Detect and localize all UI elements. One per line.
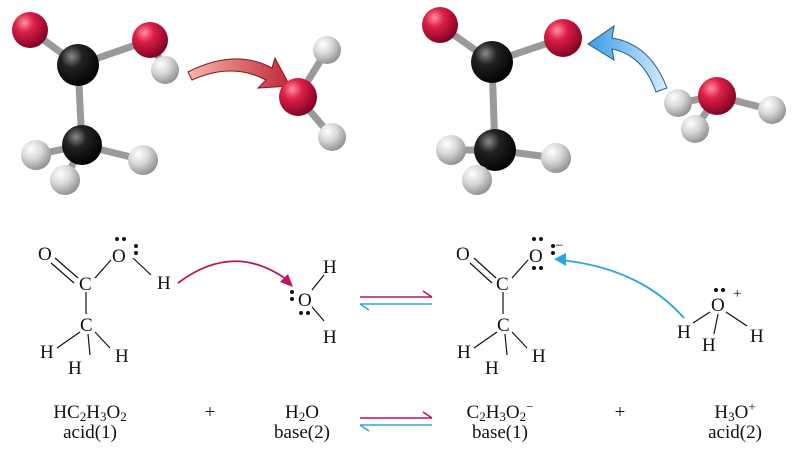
subscript: 2 — [79, 409, 87, 424]
lone-pair-arrow — [554, 253, 685, 319]
plus-sign: + — [614, 402, 626, 423]
hydrogen-atom — [313, 36, 341, 64]
hydrogen-label: H — [702, 335, 716, 356]
lone-pair-dots — [714, 288, 725, 292]
hydrogen-label: H — [115, 346, 129, 367]
lone-pair-arrow-3d — [587, 24, 668, 93]
oxygen-atom — [279, 78, 317, 116]
carbon-atom — [57, 44, 99, 86]
formula-part: O — [505, 402, 520, 423]
oxygen-atom — [698, 77, 736, 115]
water-3d-model — [279, 36, 346, 151]
formula-hydronium: H3O+ — [690, 400, 780, 424]
proton-transfer-arrow-3d — [187, 56, 291, 89]
hydronium-structure: O + H H H — [677, 286, 764, 356]
subscript: 3 — [99, 409, 107, 424]
subscript: 2 — [519, 409, 527, 424]
hydrogen-atom — [436, 135, 466, 165]
carbon-atom — [62, 125, 102, 165]
role-acid1: acid(1) — [63, 422, 117, 443]
formula-part: O — [734, 402, 749, 423]
hydrogen-atom — [541, 143, 571, 173]
formula-part: O — [305, 402, 319, 423]
hydrogen-label: H — [323, 257, 337, 278]
oxygen-label: O — [711, 295, 725, 316]
formula-water: H2O — [262, 402, 342, 424]
superscript: + — [748, 399, 756, 414]
equilibrium-arrows — [359, 290, 433, 311]
subscript: 2 — [120, 409, 127, 424]
hydrogen-label: H — [677, 322, 691, 343]
formula-part: H — [485, 402, 500, 423]
oxygen-label: O — [298, 290, 312, 311]
hydrogen-label: H — [40, 342, 54, 363]
hydrogen-atom — [681, 115, 709, 143]
hydronium-3d-model — [664, 77, 786, 143]
role-acid2: acid(2) — [708, 422, 762, 443]
role-base2: base(2) — [274, 422, 330, 443]
hydrogen-atom — [664, 89, 692, 117]
carbon-atom — [474, 129, 516, 171]
hydrogen-atom — [50, 165, 80, 195]
hydrogen-atom — [128, 145, 158, 175]
oxygen-label: O — [112, 246, 126, 267]
hydrogen-label: H — [68, 358, 82, 379]
acetate-structure: O O − C C H H H — [456, 237, 563, 379]
subscript: 2 — [298, 409, 306, 424]
carbon-label: C — [497, 315, 510, 336]
formula-acetate: C2H3O2− — [440, 400, 560, 424]
hydrogen-label: H — [485, 358, 499, 379]
acidic-hydrogen-atom — [151, 56, 179, 84]
hydrogen-label: H — [532, 346, 546, 367]
plus-sign: + — [204, 402, 216, 423]
proton-transfer-arrow — [177, 260, 293, 287]
carbon-label: C — [79, 274, 92, 295]
acetic-acid-3d-model — [12, 12, 179, 195]
oxygen-atom — [544, 19, 582, 57]
hydrogen-atom — [21, 140, 51, 170]
hydrogen-atom — [758, 96, 786, 124]
role-base1: base(1) — [472, 422, 528, 443]
subscript: 3 — [728, 409, 735, 424]
negative-charge: − — [555, 238, 563, 254]
acetic-acid-structure: O O C H C H H H — [38, 237, 171, 379]
hydrogen-atom — [462, 165, 492, 195]
oxygen-label: O — [456, 244, 470, 265]
hydrogen-label: H — [323, 327, 337, 348]
formula-part: HC — [53, 402, 80, 423]
lone-pair-dots — [115, 237, 138, 255]
lone-pair-dots — [532, 237, 555, 270]
hydrogen-label: H — [750, 326, 764, 347]
carbon-atom — [471, 41, 513, 83]
oxygen-atom — [132, 22, 168, 58]
acidic-hydrogen-label: H — [157, 273, 171, 294]
formula-part: C — [466, 402, 480, 423]
formula-acetic-acid: HC2H3O2 — [30, 402, 150, 424]
subscript: 3 — [499, 409, 506, 424]
formula-part: H — [285, 402, 299, 423]
oxygen-atom — [422, 7, 458, 43]
positive-charge: + — [733, 286, 741, 302]
oxygen-label: O — [38, 244, 52, 265]
oxygen-label: O — [529, 246, 543, 267]
hydrogen-label: H — [457, 342, 471, 363]
acetate-3d-model — [422, 7, 582, 195]
hydrogen-atom — [318, 123, 346, 151]
formula-part: H — [86, 402, 100, 423]
carbon-label: C — [80, 315, 93, 336]
subscript: 2 — [479, 409, 486, 424]
superscript: − — [526, 399, 534, 414]
equilibrium-arrows-bottom — [359, 411, 433, 432]
formula-part: O — [106, 402, 121, 423]
oxygen-atom — [12, 12, 48, 48]
water-structure: H O H — [290, 257, 337, 348]
lone-pair-dots — [290, 290, 310, 315]
formula-part: H — [714, 402, 729, 423]
carbon-label: C — [496, 274, 509, 295]
